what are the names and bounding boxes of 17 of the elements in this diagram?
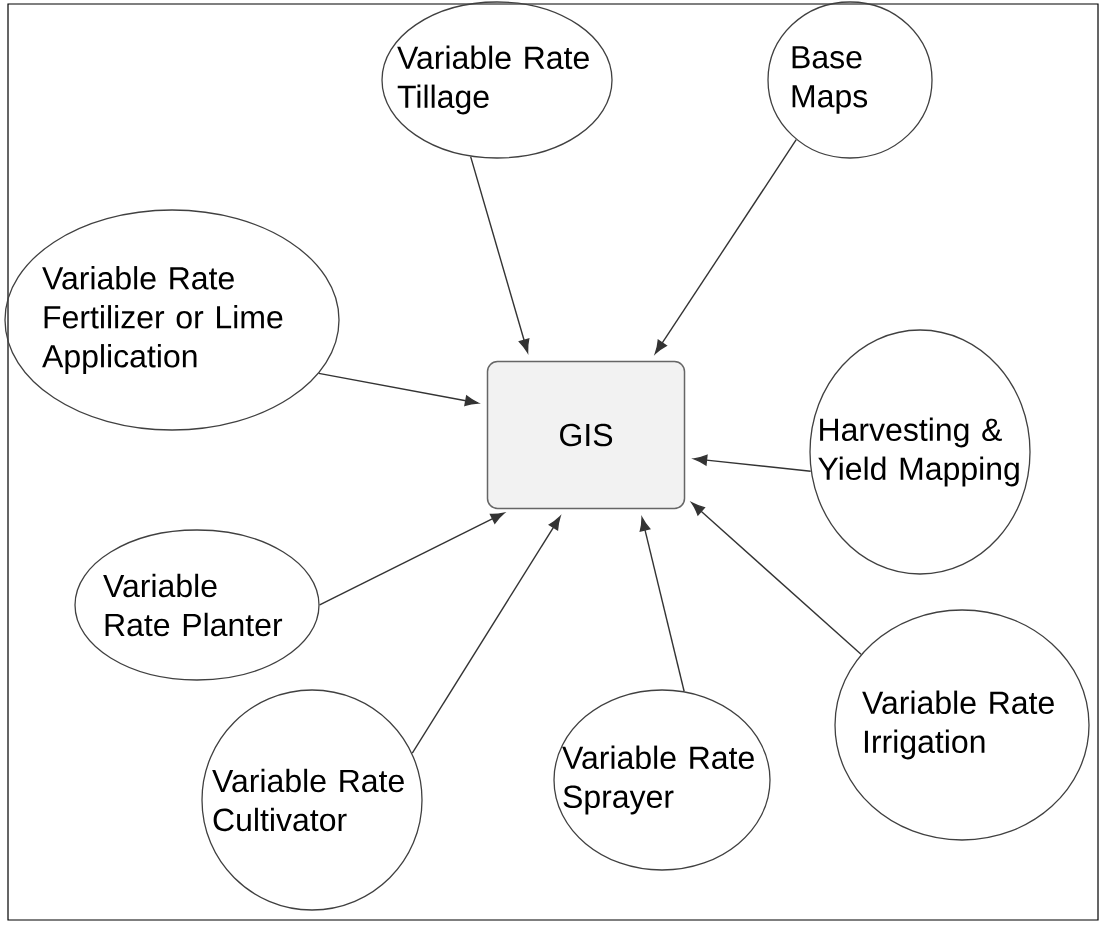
ellipse-node: Variable Rate Irrigation bbox=[834, 609, 1090, 841]
ellipse-node: Variable Rate Tillage bbox=[381, 1, 613, 159]
arrow bbox=[639, 517, 685, 692]
arrow bbox=[318, 512, 505, 606]
process-box: GIS bbox=[486, 360, 686, 510]
ellipse-node: Variable Rate Cultivator bbox=[201, 689, 423, 911]
arrow bbox=[318, 372, 479, 407]
arrow bbox=[654, 139, 797, 355]
ellipse-node: Harvesting & Yield Mapping bbox=[809, 329, 1031, 575]
arrow bbox=[691, 502, 862, 655]
arrow bbox=[411, 516, 561, 754]
arrow bbox=[469, 155, 530, 353]
ellipse-node: Variable Rate Fertilizer or Lime Application bbox=[4, 209, 340, 431]
ellipse-node: Variable Rate Sprayer bbox=[553, 689, 771, 871]
ellipse-node: Variable Rate Planter bbox=[74, 529, 320, 681]
ellipse-node: Base Maps bbox=[767, 1, 933, 159]
arrow bbox=[693, 454, 812, 472]
